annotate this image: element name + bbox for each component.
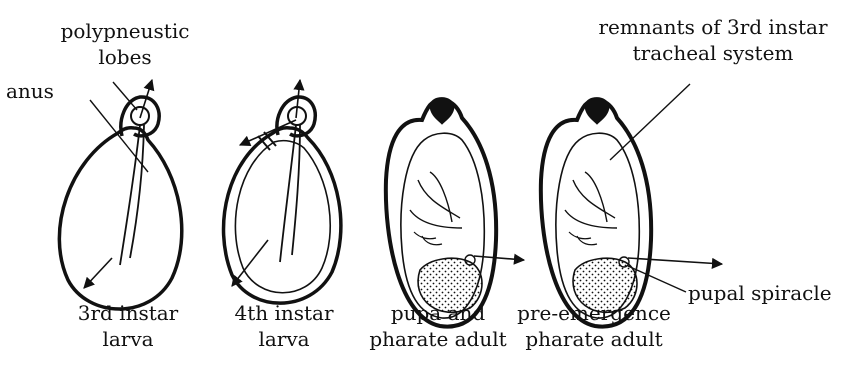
stage-caption-4-line2: pharate adult	[514, 326, 674, 352]
stage2-body-outline	[224, 128, 341, 303]
stage4-spiracle-arrow	[628, 258, 722, 264]
stage2-figure	[224, 80, 341, 303]
stage3-wing-b	[418, 180, 460, 218]
stage4-black-cap	[585, 98, 609, 124]
stage4-wing-c	[565, 210, 617, 228]
stage3-black-cap	[430, 98, 454, 124]
stage4-wing-a	[585, 172, 607, 222]
remnants-label-line1: remnants of 3rd instar	[568, 14, 858, 40]
stage1-trachea-a	[120, 125, 140, 265]
stage-caption-1-line2: larva	[48, 326, 208, 352]
stage1-exit-arrow-bottom	[84, 258, 112, 288]
polypneustic-label: polypneustic lobes	[30, 18, 220, 70]
pupal-spiracle-label: pupal spiracle	[688, 280, 832, 306]
stage3-legs	[414, 232, 442, 245]
stage-caption-3-line2: pharate adult	[358, 326, 518, 352]
anus-label: anus	[6, 78, 54, 104]
stage4-legs	[569, 232, 597, 245]
stage3-figure	[386, 98, 524, 327]
polypneustic-label-line1: polypneustic	[30, 18, 220, 44]
stage-caption-3: pupa and pharate adult	[358, 300, 518, 352]
stage3-wing-c	[410, 210, 462, 228]
stage1-figure	[59, 80, 181, 309]
stage-caption-2: 4th instar larva	[204, 300, 364, 352]
stage2-exit-arrow-top	[296, 80, 300, 118]
stage-caption-1: 3rd instar larva	[48, 300, 208, 352]
stage3-spiracle-arrow	[474, 256, 524, 260]
remnants-label: remnants of 3rd instar tracheal system	[568, 14, 858, 66]
stage4-wing-b	[573, 180, 615, 218]
stage-caption-2-line1: 4th instar	[204, 300, 364, 326]
stage-caption-2-line2: larva	[204, 326, 364, 352]
polypneustic-label-line2: lobes	[30, 44, 220, 70]
stage2-inner-outline	[235, 141, 330, 293]
stage3-wing-a	[430, 172, 452, 222]
stage-caption-1-line1: 3rd instar	[48, 300, 208, 326]
stage1-body-outline	[59, 128, 181, 309]
stage-caption-3-line1: pupa and	[358, 300, 518, 326]
remnants-label-line2: tracheal system	[568, 40, 858, 66]
stage-caption-4: pre-emergence pharate adult	[514, 300, 674, 352]
stage-caption-4-line1: pre-emergence	[514, 300, 674, 326]
